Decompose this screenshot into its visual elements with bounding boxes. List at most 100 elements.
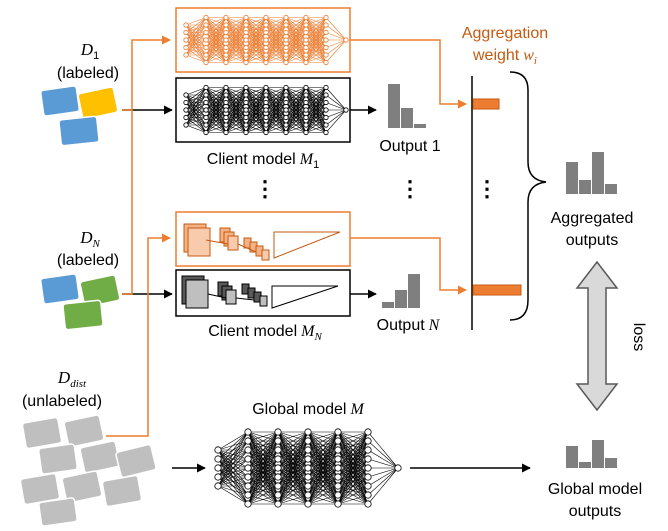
network-node	[263, 122, 269, 128]
network-node	[223, 52, 229, 58]
network-edge	[325, 94, 347, 111]
network-edge	[217, 431, 249, 478]
network-edge	[185, 47, 207, 56]
network-edge	[217, 431, 249, 460]
network-edge	[265, 17, 287, 41]
network-node	[263, 59, 269, 66]
network-node	[304, 428, 312, 436]
network-edge	[225, 47, 247, 63]
network-node	[214, 464, 222, 472]
network-edge	[285, 47, 307, 63]
network-edge	[265, 39, 287, 63]
network-node	[244, 491, 252, 499]
network-edge	[277, 494, 309, 505]
network-edge	[305, 32, 327, 63]
network-edge	[245, 87, 267, 126]
network-node	[274, 500, 282, 508]
network-node	[303, 114, 309, 121]
aggregation-brace	[509, 71, 547, 321]
network-edge	[245, 94, 267, 133]
network-edge	[265, 109, 287, 133]
network-edge	[307, 431, 339, 487]
outputn-histogram	[382, 274, 420, 308]
client1-network	[183, 84, 349, 136]
network-edge	[277, 440, 309, 505]
network-edge	[217, 485, 249, 496]
network-edge	[185, 24, 207, 56]
network-node	[223, 107, 229, 113]
network-edge	[367, 431, 399, 469]
network-edge	[225, 39, 247, 63]
network-edge	[305, 87, 327, 111]
network-node	[243, 22, 249, 28]
network-node	[323, 92, 329, 98]
network-node	[323, 14, 329, 21]
network-edge	[205, 87, 227, 96]
network-edge	[325, 32, 347, 41]
network-edge	[305, 87, 327, 96]
network-edge	[285, 87, 307, 96]
network-edge	[305, 87, 327, 133]
network-edge	[225, 102, 247, 133]
network-node	[283, 22, 289, 28]
network-node	[263, 107, 269, 113]
network-edge	[205, 87, 227, 133]
network-edge	[225, 17, 247, 26]
network-node	[364, 491, 372, 499]
network-node	[263, 37, 269, 43]
network-node	[274, 428, 282, 436]
network-edge	[277, 431, 309, 469]
network-edge	[265, 87, 287, 111]
network-edge	[247, 476, 279, 505]
network-edge	[265, 87, 287, 126]
network-edge	[247, 485, 279, 505]
network-edge	[205, 87, 227, 126]
network-node	[244, 428, 252, 436]
network-edge	[205, 17, 227, 26]
network-node	[334, 482, 342, 490]
network-edge	[277, 485, 309, 505]
network-edge	[307, 431, 339, 460]
network-edge	[217, 440, 249, 487]
network-edge	[205, 102, 227, 133]
output1-histogram	[388, 84, 426, 128]
network-edge	[245, 17, 267, 48]
network-edge	[285, 17, 307, 26]
network-edge	[305, 17, 327, 33]
network-node	[283, 92, 289, 98]
network-node	[203, 44, 209, 51]
network-node	[334, 464, 342, 472]
network-node	[334, 428, 342, 436]
network-node	[223, 122, 229, 128]
network-edge	[325, 24, 347, 41]
network-node	[283, 84, 289, 91]
network-node	[263, 114, 269, 121]
network-edge	[305, 17, 327, 26]
network-node	[323, 37, 329, 43]
network-node	[323, 107, 329, 113]
dataset-d1-tag: (labeled)	[57, 65, 119, 82]
network-edge	[225, 87, 247, 103]
network-node	[323, 84, 329, 91]
network-node	[274, 446, 282, 454]
network-node	[364, 473, 372, 481]
network-edge	[325, 102, 347, 111]
network-node	[283, 29, 289, 36]
network-edge	[247, 440, 279, 505]
network-edge	[325, 109, 347, 126]
network-edge	[185, 17, 207, 48]
network-node	[323, 99, 329, 106]
network-node	[243, 37, 249, 43]
network-edge	[277, 431, 309, 487]
network-edge	[337, 449, 369, 505]
network-node	[244, 500, 252, 508]
clientn-cnn	[181, 275, 339, 309]
network-edge	[245, 17, 267, 26]
network-edge	[245, 32, 267, 63]
network-edge	[225, 17, 247, 48]
network-node	[214, 455, 222, 463]
network-node	[243, 99, 249, 106]
network-node	[283, 99, 289, 106]
